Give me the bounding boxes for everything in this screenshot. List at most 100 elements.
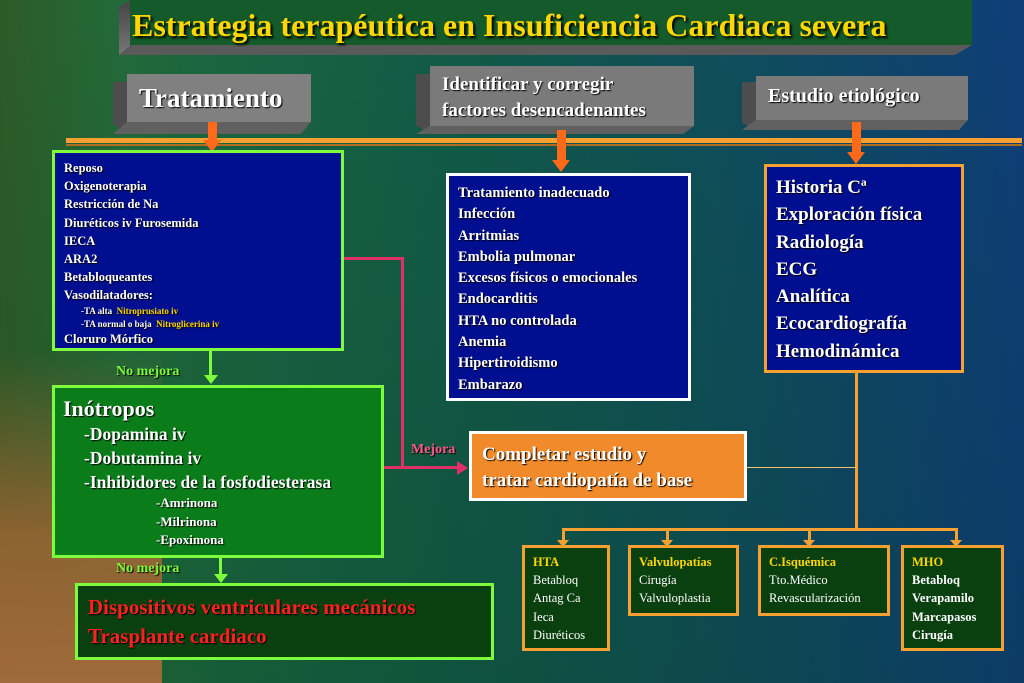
list-item: Reposo [64, 161, 103, 175]
list-item: Analítica [776, 286, 850, 308]
list-item: Oxigenoterapia [64, 179, 147, 194]
vasodilatadores-detail: -TA alta Nitroprusiato iv -TA normal o b… [64, 305, 341, 331]
list-item: -Milrinona [156, 513, 217, 529]
inotropos-box: Inótropos -Dopamina iv-Dobutamina iv-Inh… [52, 385, 384, 558]
list-item: Ecocardiografía [776, 313, 907, 335]
connector-line [666, 528, 669, 542]
list-item: Arritmias [458, 227, 520, 244]
list-item: Betabloqueantes [64, 270, 153, 285]
title-banner: Estrategia terapéutica en Insuficiencia … [119, 0, 972, 55]
list-item: Excesos físicos o emocionales [458, 270, 638, 287]
list-item: tratar cardiopatía de base [482, 470, 693, 491]
list-item: Historia Cª [776, 177, 867, 198]
arrow-down-icon [950, 540, 962, 547]
completar-box: Completar estudio y tratar cardiopatía de… [469, 431, 747, 501]
list-item: HTA no controlada [458, 312, 577, 329]
tab-identificar-label-1: Identificar y corregir [442, 74, 614, 95]
no-mejora-label-2: No mejora [116, 561, 180, 576]
inotropos-subitems: -Amrinona -Milrinona -Epoximona [63, 494, 381, 550]
cloruro-morfico: Cloruro Mórfico [64, 331, 153, 346]
cardiopatia-item: Cirugía [639, 573, 677, 588]
list-item: Anemia [458, 334, 507, 351]
header-divider [66, 138, 1022, 143]
list-item: Hemodinámica [776, 340, 900, 362]
list-item: Exploración física [776, 204, 923, 226]
arrow-down-icon [214, 574, 228, 583]
connector-line [562, 528, 958, 531]
cardiopatia-item: Valvuloplastia [639, 591, 711, 606]
ta-baja-label: -TA normal o baja [81, 318, 152, 329]
arrow-down-icon [557, 540, 569, 547]
cardiopatia-item: Marcapasos [912, 609, 977, 624]
inotropos-title: Inótropos [63, 396, 155, 421]
list-item: ECG [776, 258, 818, 280]
list-item: -Epoximona [156, 532, 224, 547]
cardiopatia-title: C.Isquémica [769, 555, 837, 569]
connector-line [209, 351, 212, 377]
ta-alta-label: -TA alta [81, 305, 113, 316]
cardiopatia-title: HTA [533, 555, 560, 569]
arrow-down-icon [803, 540, 815, 547]
cardiopatia-item: Ieca [533, 609, 554, 624]
list-item: -Dobutamina iv [84, 448, 202, 468]
connector-line [219, 558, 222, 576]
list-item: IECA [64, 233, 96, 248]
cardiopatia-item: Revascularización [769, 591, 861, 606]
connector-line [344, 257, 404, 260]
list-item: Hipertiroidismo [458, 355, 558, 372]
list-item: Infección [458, 206, 516, 223]
ta-baja-drug: Nitroglicerina iv [156, 318, 220, 329]
tab-estudio-label: Estudio etiológico [768, 85, 920, 107]
no-mejora-label-1: No mejora [116, 364, 180, 379]
list-item: Diuréticos iv Furosemida [64, 215, 199, 230]
cardiopatia-item: Betabloq [533, 573, 579, 588]
list-item: -Amrinona [156, 495, 218, 510]
list-item: Tratamiento inadecuado [458, 185, 610, 201]
cardiopatia-title: Valvulopatías [639, 555, 712, 569]
completar-list: Completar estudio y tratar cardiopatía de… [482, 442, 744, 494]
tab-identificar-label-2: factores desencadenantes [442, 100, 646, 121]
cardiopatia-item: Diuréticos [533, 627, 586, 642]
list-item: Dispositivos ventriculares mecánicos [88, 595, 416, 619]
tab-identificar: Identificar y corregir factores desencad… [416, 66, 694, 134]
tab-tratamiento-label: Tratamiento [139, 83, 283, 113]
cardiopatia-item: Cirugía [912, 627, 953, 642]
connector-line [955, 528, 958, 542]
inotropos-items: -Dopamina iv-Dobutamina iv-Inhibidores d… [63, 422, 381, 494]
list-item: Radiología [776, 231, 864, 253]
arrow-down-icon [204, 375, 218, 384]
list-item: Endocarditis [458, 291, 538, 308]
ta-alta-drug: Nitroprusiato iv [116, 305, 179, 316]
mejora-label: Mejora [411, 442, 456, 457]
header-divider-shadow [66, 144, 1022, 146]
connector-line [746, 467, 856, 468]
list-item: -Inhibidores de la fosfodiesterasa [84, 472, 332, 492]
list-item: ARA2 [64, 252, 98, 267]
page-title: Estrategia terapéutica en Insuficiencia … [132, 7, 887, 43]
arrow-down-icon [847, 122, 865, 164]
list-item: Trasplante cardiaco [88, 624, 267, 648]
connector-line [384, 466, 459, 469]
connector-line [808, 528, 811, 542]
list-item: Embolia pulmonar [458, 248, 576, 265]
arrow-down-icon [552, 130, 570, 172]
arrow-down-icon [203, 122, 221, 152]
arrow-right-icon [457, 461, 468, 475]
connector-line [562, 528, 565, 542]
cardiopatia-item: Verapamilo [912, 591, 975, 606]
connector-line [401, 257, 404, 469]
list-item: Completar estudio y [482, 444, 647, 465]
cardiopatia-item: Betabloq [912, 573, 960, 588]
connector-line [855, 373, 858, 530]
cardiopatia-item: Tto.Médico [769, 573, 828, 588]
